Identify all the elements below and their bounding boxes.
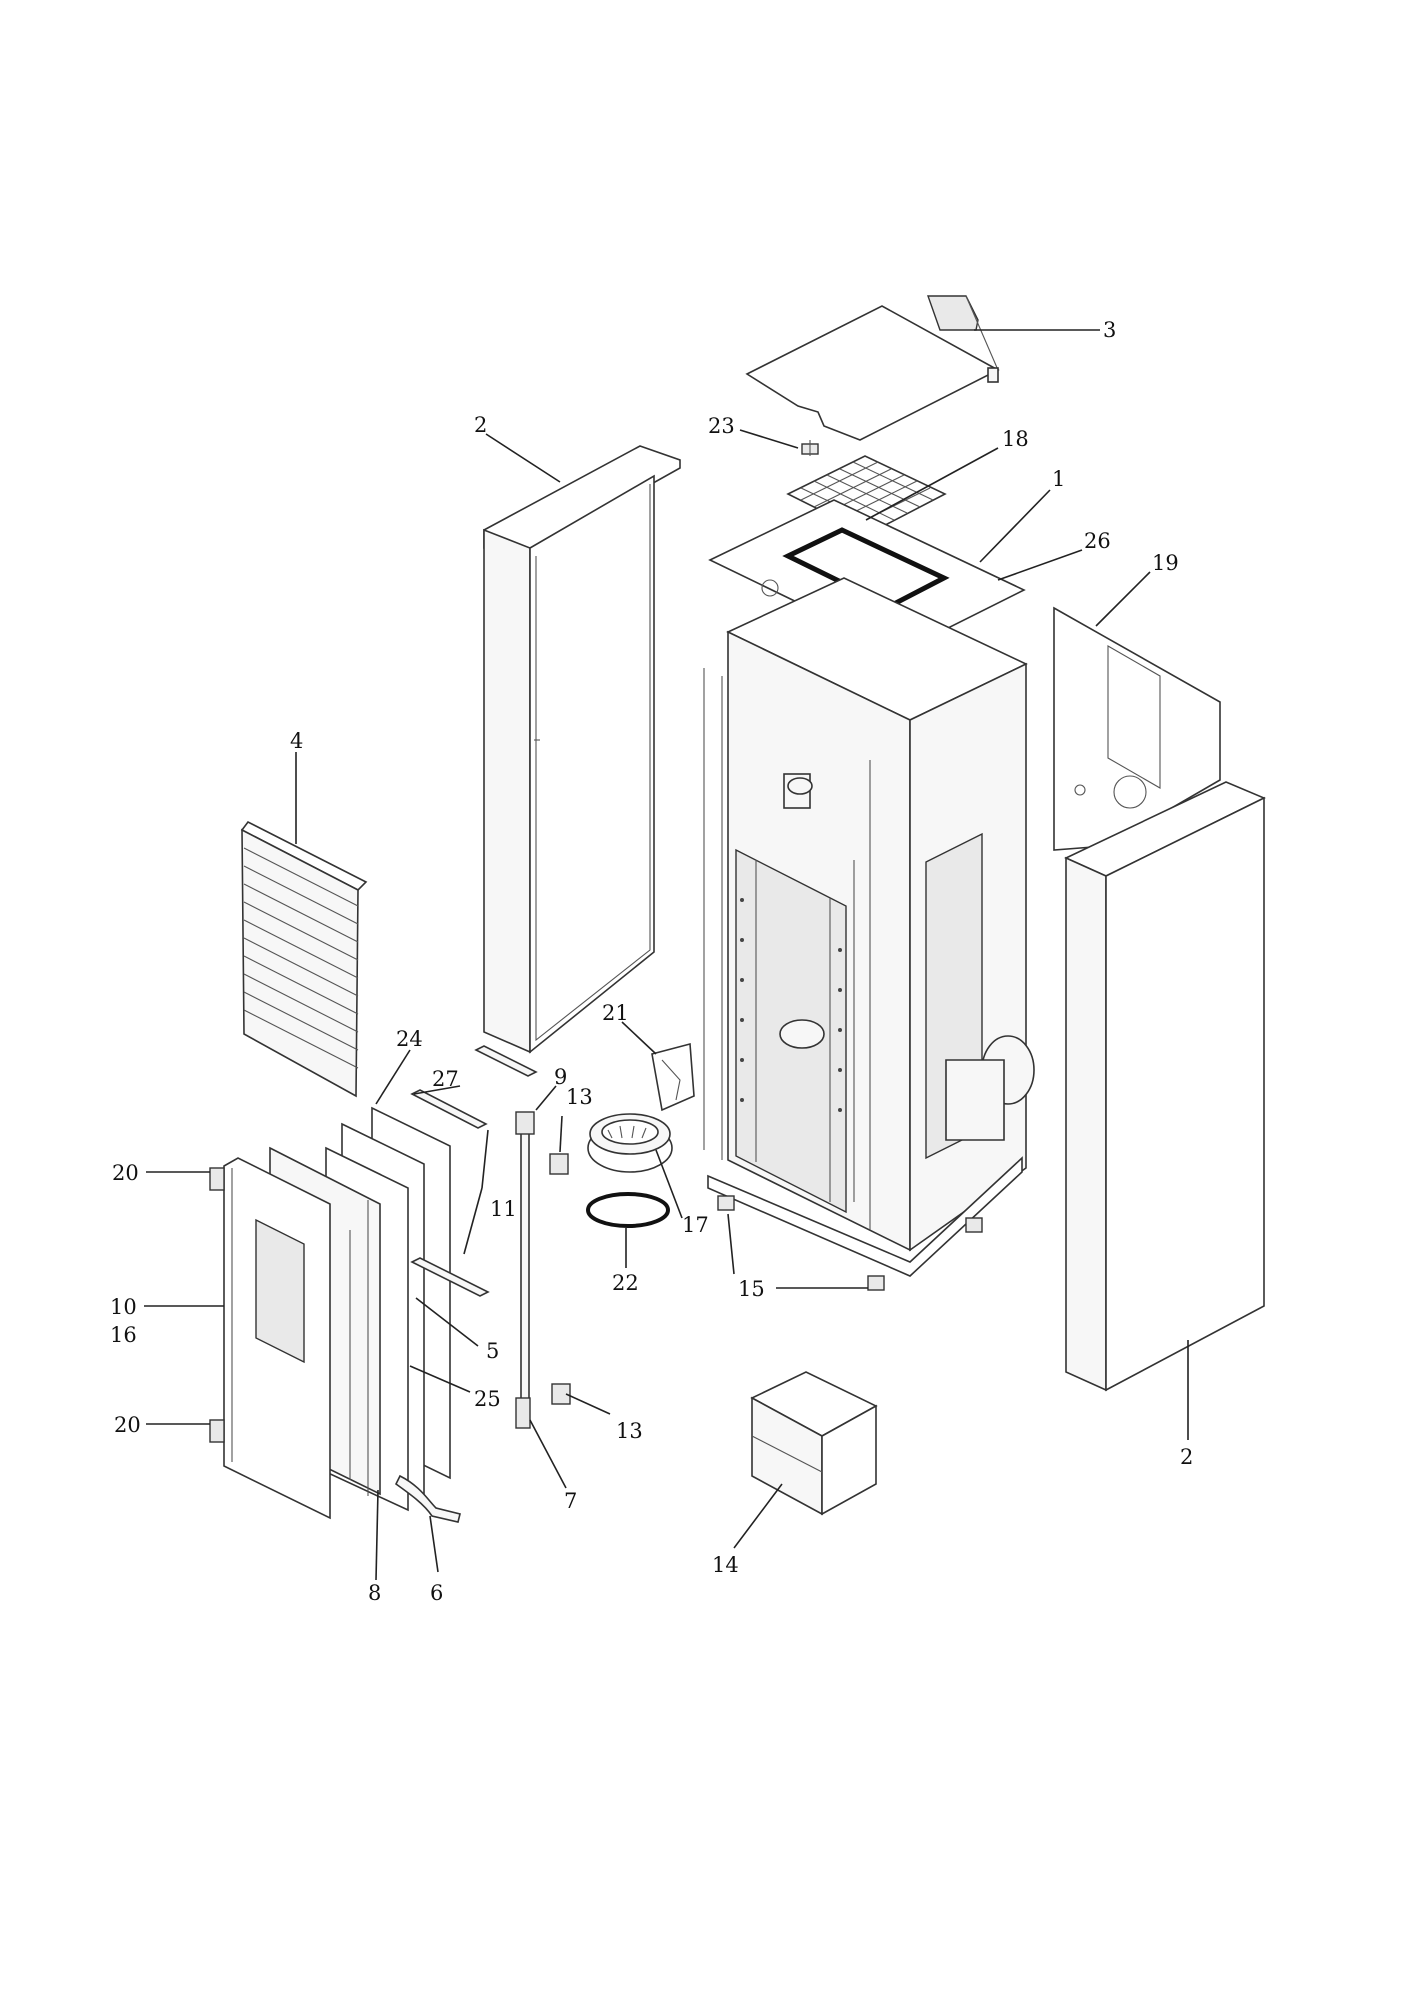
screw-part: [801, 440, 819, 456]
callout-2-left: 2: [474, 413, 487, 437]
callout-16: 16: [110, 1323, 137, 1347]
callout-23: 23: [708, 414, 735, 438]
callout-25: 25: [474, 1387, 501, 1411]
filter-grid: [786, 455, 947, 535]
callout-20-bottom: 20: [114, 1413, 141, 1437]
burner-pot: [587, 1113, 673, 1173]
callout-15: 15: [738, 1277, 765, 1301]
o-ring: [586, 1192, 670, 1228]
callout-27: 27: [432, 1067, 459, 1091]
top-lid: [745, 295, 1000, 441]
ash-drawer: [750, 1371, 878, 1516]
door-handle: [394, 1474, 461, 1523]
callout-3: 3: [1103, 318, 1116, 342]
stove-body-frame: [703, 577, 1035, 1277]
door-bars: [410, 1045, 538, 1297]
callout-20-top: 20: [112, 1161, 139, 1185]
latch-parts: [549, 1153, 571, 1405]
callout-7: 7: [564, 1489, 577, 1513]
right-side-panel: [1064, 781, 1266, 1392]
bracket-part: [651, 1042, 695, 1112]
callout-labels: 3 23 18 1 26 2 19 4 21 24 27 9 13 20 11 …: [110, 318, 1193, 1605]
callout-22: 22: [612, 1271, 639, 1295]
callout-10: 10: [110, 1295, 137, 1319]
callout-2-right: 2: [1180, 1445, 1193, 1469]
callout-14: 14: [712, 1553, 739, 1577]
handle-rod: [515, 1111, 535, 1429]
callout-4: 4: [290, 729, 303, 753]
callout-13-top: 13: [566, 1085, 593, 1109]
louvred-grille: [240, 820, 368, 1098]
callout-24: 24: [396, 1027, 423, 1051]
callout-6: 6: [430, 1581, 443, 1605]
callout-8: 8: [368, 1581, 381, 1605]
callout-19: 19: [1152, 551, 1179, 575]
leader-lines: [144, 329, 1189, 1581]
callout-11: 11: [490, 1197, 517, 1221]
door-outer-panel: [223, 1157, 331, 1520]
callout-13-bottom: 13: [616, 1419, 643, 1443]
door-hinges: [209, 1167, 225, 1443]
callout-5: 5: [486, 1339, 499, 1363]
callout-18: 18: [1002, 427, 1029, 451]
callout-1: 1: [1052, 467, 1065, 491]
callout-17: 17: [682, 1213, 709, 1237]
left-side-panel: [483, 445, 681, 1054]
adjustable-feet: [717, 1195, 983, 1291]
callout-21: 21: [602, 1001, 629, 1025]
callout-9: 9: [554, 1065, 567, 1089]
callout-26: 26: [1084, 529, 1111, 553]
